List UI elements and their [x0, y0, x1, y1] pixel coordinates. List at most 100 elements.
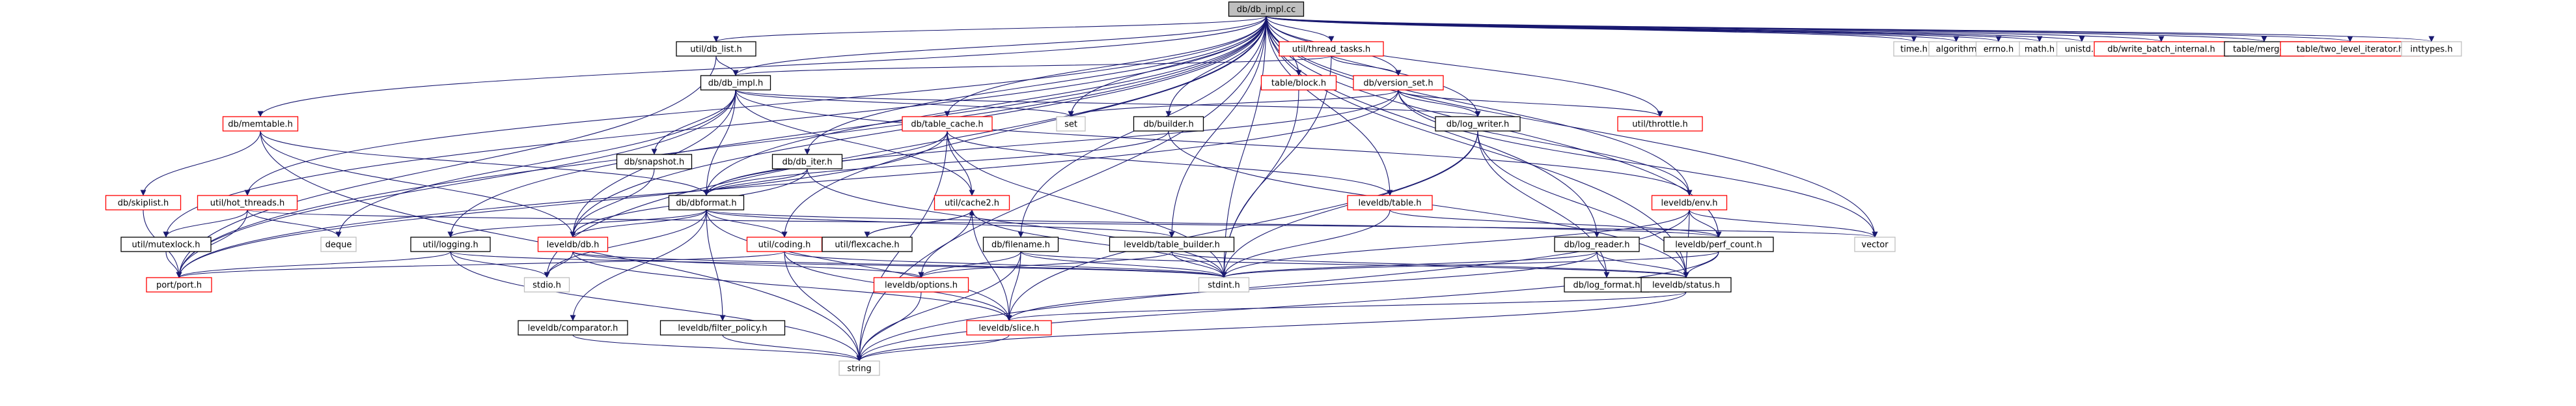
- edge-db_impl_cc-to-db_builder_h: [1165, 16, 1267, 117]
- edge-db_builder_h-to-db_dbformat_h: [703, 130, 1169, 196]
- edge-table_block_h-to-stdint_h: [1221, 89, 1299, 278]
- node-leveldb-perf-count-h[interactable]: leveldb/perf_count.h: [1663, 237, 1774, 252]
- node-box: [105, 195, 182, 210]
- node-box: [120, 237, 212, 252]
- node-box: [222, 116, 299, 132]
- node-box: [410, 237, 491, 252]
- edge-db_log_reader_h-to-leveldb_slice_h: [1006, 251, 1598, 321]
- node-util-thread-tasks-h[interactable]: util/thread_tasks.h: [1279, 41, 1384, 57]
- node-table-block-h[interactable]: table/block.h: [1260, 75, 1337, 91]
- node-db-skiplist-h[interactable]: db/skiplist.h: [105, 195, 182, 210]
- node-leveldb-options-h[interactable]: leveldb/options.h: [873, 277, 969, 293]
- node-util-db-list-h[interactable]: util/db_list.h: [676, 41, 756, 57]
- node-label: db/write_batch_internal.h: [2107, 45, 2215, 55]
- node-label: errno.h: [1984, 45, 2014, 55]
- node-util-coding-h[interactable]: util/coding.h: [746, 237, 823, 252]
- edge-db_impl_cc-to-table_merger_h: [1266, 16, 2267, 42]
- node-util-throttle-h[interactable]: util/throttle.h: [1617, 116, 1703, 132]
- edge-db_impl_cc-to-string: [856, 16, 1267, 362]
- edge-leveldb_db_h-to-leveldb_slice_h: [572, 251, 1012, 321]
- edge-db_impl_cc-to-db_write_batch_internal_h: [1266, 16, 2164, 42]
- edge-leveldb_db_h-to-stdio_h: [544, 251, 574, 278]
- node-box: [197, 195, 298, 210]
- node-box: [1109, 237, 1235, 252]
- edge-db_impl_cc-to-db_dbformat_h: [703, 16, 1267, 196]
- edge-db_db_impl_h-to-util_cache2_h: [735, 89, 975, 196]
- edge-db_db_impl_h-to-port_port_h: [176, 89, 736, 278]
- edge-leveldb_options_h-to-string: [856, 291, 922, 362]
- node-leveldb-db-h[interactable]: leveldb/db.h: [537, 237, 609, 252]
- edge-db_impl_cc-to-db_table_cache_h: [944, 16, 1267, 117]
- edge-db_impl_cc-to-util_thread_tasks_h: [1266, 16, 1335, 42]
- node-db-impl-cc[interactable]: db/db_impl.cc: [1228, 1, 1305, 17]
- edge-db_db_impl_h-to-leveldb_env_h: [735, 89, 1693, 196]
- edge-leveldb_slice_h-to-string: [856, 334, 1010, 362]
- edge-db_impl_cc-to-util_mutexlock_h: [163, 16, 1267, 238]
- node-box: [982, 237, 1059, 252]
- edge-db_impl_cc-to-util_throttle_h: [1266, 16, 1663, 117]
- node-leveldb-env-h[interactable]: leveldb/env.h: [1651, 195, 1728, 210]
- edge-leveldb_table_builder_h-to-leveldb_options_h: [918, 251, 1172, 278]
- node-box: [1663, 237, 1774, 252]
- node-util-hot-threads-h[interactable]: util/hot_threads.h: [197, 195, 298, 210]
- edge-db_dbformat_h-to-leveldb_filter_policy_h: [706, 209, 726, 321]
- node-db-filename-h[interactable]: db/filename.h: [982, 237, 1059, 252]
- node-label: table/block.h: [1271, 79, 1326, 89]
- node-label: leveldb/env.h: [1661, 199, 1717, 209]
- node-db-db-iter-h[interactable]: db/db_iter.h: [771, 154, 843, 169]
- edge-db_table_cache_h-to-port_port_h: [176, 130, 948, 278]
- node-leveldb-table-h[interactable]: leveldb/table.h: [1347, 195, 1433, 210]
- node-db-dbformat-h[interactable]: db/dbformat.h: [668, 195, 745, 210]
- node-box: [676, 41, 756, 57]
- edge-db_impl_cc-to-db_memtable_h: [257, 16, 1267, 117]
- edge-db_memtable_h-to-leveldb_db_h: [260, 130, 576, 238]
- node-util-flexcache-h[interactable]: util/flexcache.h: [822, 237, 913, 252]
- edge-db_table_cache_h-to-leveldb_table_h: [947, 130, 1393, 196]
- node-label: algorithm: [1936, 45, 1977, 55]
- node-label: leveldb/filter_policy.h: [678, 324, 767, 334]
- node-table-two-level-iterator-h[interactable]: table/two_level_iterator.h: [2280, 41, 2420, 57]
- node-box: [838, 360, 880, 376]
- edge-db_memtable_h-to-db_skiplist_h: [140, 130, 261, 196]
- node-util-cache2-h[interactable]: util/cache2.h: [934, 195, 1010, 210]
- edge-db_version_set_h-to-vector: [1398, 89, 1878, 238]
- node-leveldb-table-builder-h[interactable]: leveldb/table_builder.h: [1109, 237, 1235, 252]
- edge-db_impl_cc-to-util_coding_h: [781, 16, 1267, 238]
- node-box: [822, 237, 913, 252]
- node-db-memtable-h[interactable]: db/memtable.h: [222, 116, 299, 132]
- node-db-write-batch-internal-h[interactable]: db/write_batch_internal.h: [2094, 41, 2229, 57]
- node-box: [146, 277, 212, 293]
- node-label: stdint.h: [1208, 281, 1240, 291]
- node-db-snapshot-h[interactable]: db/snapshot.h: [616, 154, 693, 169]
- node-label: deque: [325, 240, 352, 250]
- edge-db_version_set_h-to-util_throttle_h: [1398, 89, 1663, 117]
- edge-util_thread_tasks_h-to-db_version_set_h: [1331, 55, 1402, 76]
- edge-util_logging_h-to-port_port_h: [176, 251, 451, 278]
- node-label: util/logging.h: [422, 240, 478, 250]
- node-label: util/db_list.h: [690, 45, 741, 55]
- node-leveldb-status-h[interactable]: leveldb/status.h: [1641, 277, 1732, 293]
- node-port-port-h[interactable]: port/port.h: [146, 277, 212, 293]
- node-label: leveldb/table.h: [1358, 199, 1421, 209]
- node-db-log-format-h[interactable]: db/log_format.h: [1564, 277, 1650, 293]
- node-box: [659, 320, 786, 336]
- node-db-db-impl-h[interactable]: db/db_impl.h: [700, 75, 771, 91]
- node-leveldb-comparator-h[interactable]: leveldb/comparator.h: [518, 320, 628, 336]
- node-util-mutexlock-h[interactable]: util/mutexlock.h: [120, 237, 212, 252]
- edge-db_impl_cc-to-db_log_reader_h: [1266, 16, 1600, 238]
- node-leveldb-slice-h[interactable]: leveldb/slice.h: [966, 320, 1052, 336]
- edge-db_db_impl_h-to-db_log_writer_h: [735, 89, 1481, 117]
- node-db-log-reader-h[interactable]: db/log_reader.h: [1554, 237, 1640, 252]
- node-util-logging-h[interactable]: util/logging.h: [410, 237, 491, 252]
- node-db-version-set-h[interactable]: db/version_set.h: [1353, 75, 1444, 91]
- node-label: util/throttle.h: [1632, 120, 1687, 130]
- edge-util_db_list_h-to-db_db_impl_h: [715, 55, 739, 76]
- edge-db_log_writer_h-to-db_log_format_h: [1477, 130, 1610, 278]
- node-stdio-h: stdio.h: [523, 277, 570, 293]
- node-db-table-cache-h[interactable]: db/table_cache.h: [902, 116, 993, 132]
- node-db-builder-h[interactable]: db/builder.h: [1133, 116, 1204, 132]
- node-leveldb-filter-policy-h[interactable]: leveldb/filter_policy.h: [659, 320, 786, 336]
- edge-db_impl_cc-to-stdint_h: [1221, 16, 1267, 278]
- node-db-log-writer-h[interactable]: db/log_writer.h: [1435, 116, 1521, 132]
- node-box: [1641, 277, 1732, 293]
